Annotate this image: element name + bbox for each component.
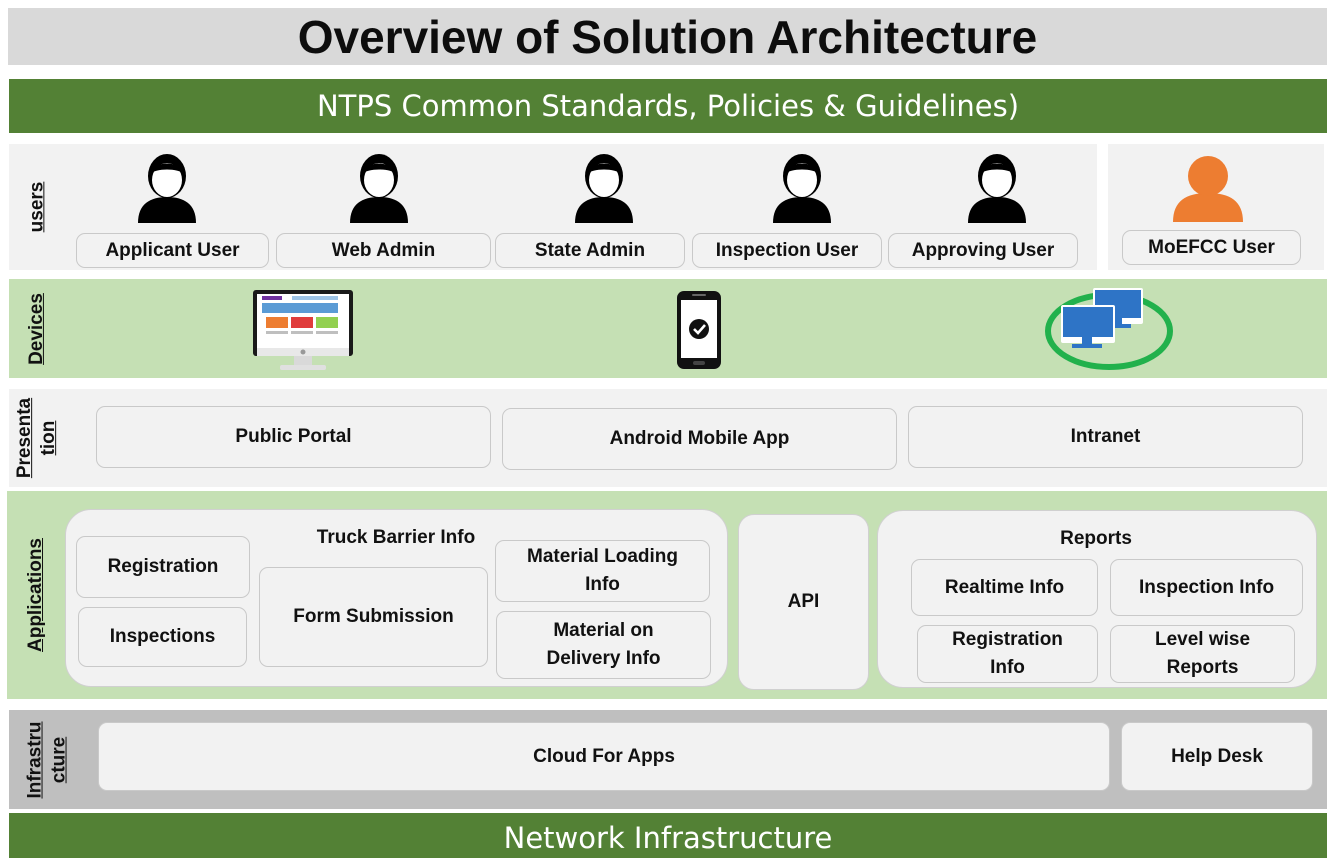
mobile-phone-icon xyxy=(676,290,722,375)
state-admin-user-icon xyxy=(571,152,637,224)
api-panel xyxy=(738,514,869,690)
users-row-label: users xyxy=(25,181,47,233)
web-admin-user-icon xyxy=(346,152,412,224)
public-portal-box: Public Portal xyxy=(96,406,491,468)
infrastructure-row-label: Infrastru cture xyxy=(24,720,70,799)
page-title: Overview of Solution Architecture xyxy=(8,8,1327,65)
desktop-monitor-icon xyxy=(252,289,354,378)
presentation-row-label: Presenta tion xyxy=(14,397,59,479)
level-wise-reports-box: Level wise Reports xyxy=(1110,625,1295,683)
moefcc-user-label: MoEFCC User xyxy=(1122,230,1301,265)
form-submission-box: Form Submission xyxy=(259,567,488,667)
material-loading-info-box: Material Loading Info xyxy=(495,540,710,602)
reports-title: Reports xyxy=(1060,528,1132,549)
material-delivery-info-box: Material on Delivery Info xyxy=(496,611,711,679)
truck-barrier-info-label: Truck Barrier Info xyxy=(316,527,476,548)
approving-user-icon xyxy=(964,152,1030,224)
applications-row-label: Applications xyxy=(25,537,47,653)
help-desk-box: Help Desk xyxy=(1121,722,1313,791)
inspection-info-box: Inspection Info xyxy=(1110,559,1303,616)
applicant-user-icon xyxy=(134,152,200,224)
applicant-user-label: Applicant User xyxy=(76,233,269,268)
standards-bar: NTPS Common Standards, Policies & Guidel… xyxy=(9,79,1327,133)
android-mobile-app-box: Android Mobile App xyxy=(502,408,897,470)
inspection-user-icon xyxy=(769,152,835,224)
devices-row-label: Devices xyxy=(26,292,47,365)
approving-user-label: Approving User xyxy=(888,233,1078,268)
registration-info-box: Registration Info xyxy=(917,625,1098,683)
cloud-for-apps-box: Cloud For Apps xyxy=(98,722,1110,791)
realtime-info-box: Realtime Info xyxy=(911,559,1098,616)
web-admin-label: Web Admin xyxy=(276,233,491,268)
moefcc-user-icon xyxy=(1172,155,1244,223)
registration-box: Registration xyxy=(76,536,250,598)
state-admin-label: State Admin xyxy=(495,233,685,268)
inspection-user-label: Inspection User xyxy=(692,233,882,268)
networked-computers-icon xyxy=(1043,287,1175,376)
inspections-box: Inspections xyxy=(78,607,247,667)
network-infrastructure-bar: Network Infrastructure xyxy=(9,813,1327,858)
intranet-box: Intranet xyxy=(908,406,1303,468)
api-label: API xyxy=(787,591,820,612)
